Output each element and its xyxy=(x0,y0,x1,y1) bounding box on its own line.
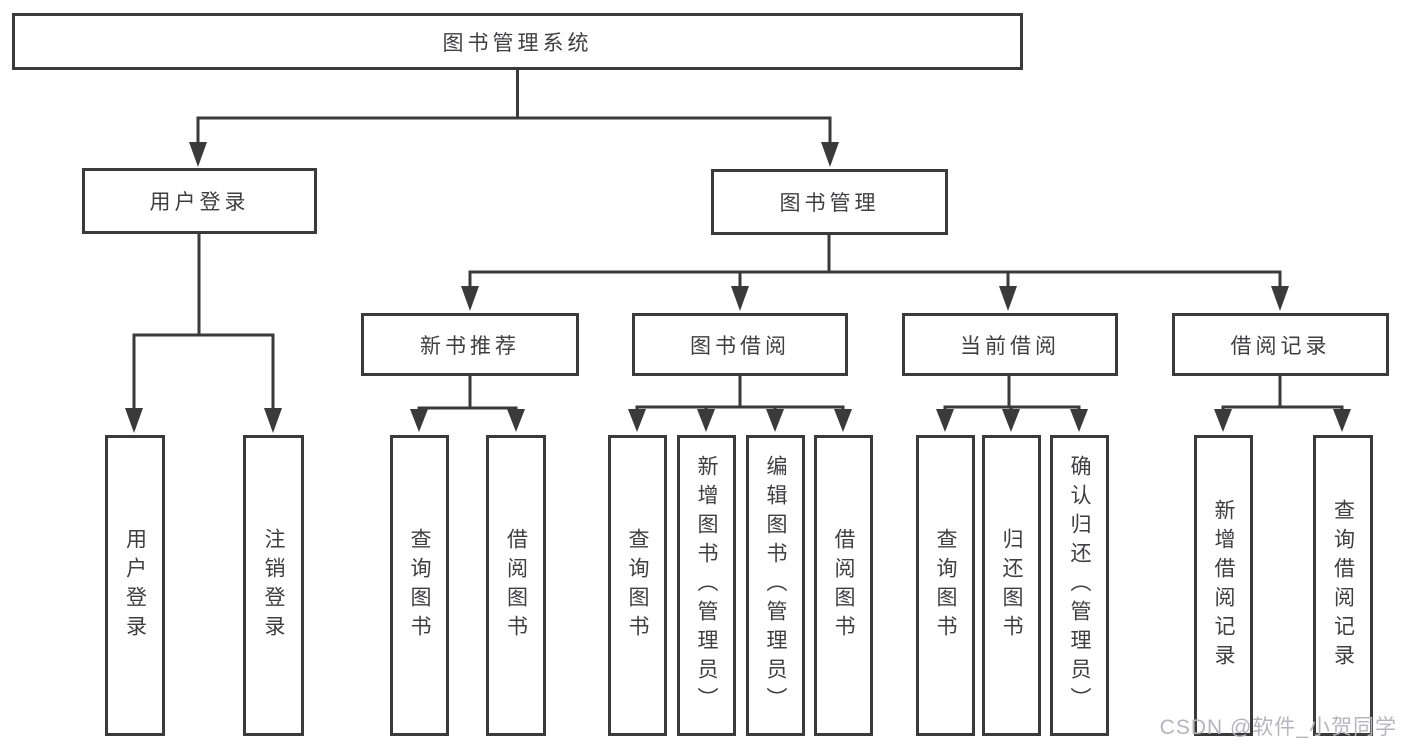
leaf-current-confirm-return-admin: 确认归还（管理员） xyxy=(1050,435,1109,736)
leaf-recommend-borrow-books: 借阅图书 xyxy=(486,435,546,736)
leaf-logout: 注销登录 xyxy=(243,435,304,736)
leaf-borrowing-borrow-books-label: 借阅图书 xyxy=(832,527,855,644)
node-user-login: 用户登录 xyxy=(82,168,317,234)
leaf-recommend-borrow-books-label: 借阅图书 xyxy=(504,527,528,644)
leaf-borrowing-add-books-admin-label: 新增图书（管理员） xyxy=(695,455,718,716)
node-current-borrowing: 当前借阅 xyxy=(902,313,1118,376)
leaf-records-query-record-label: 查询借阅记录 xyxy=(1331,498,1355,673)
node-borrowing-records: 借阅记录 xyxy=(1172,313,1389,376)
node-new-book-recommend: 新书推荐 xyxy=(361,313,579,376)
node-current-borrowing-label: 当前借阅 xyxy=(960,334,1060,358)
leaf-borrowing-add-books-admin: 新增图书（管理员） xyxy=(677,435,736,736)
node-root-label: 图书管理系统 xyxy=(442,31,593,55)
leaf-borrowing-edit-books-admin: 编辑图书（管理员） xyxy=(746,435,805,736)
leaf-recommend-query-books: 查询图书 xyxy=(390,435,449,736)
leaf-records-add-record: 新增借阅记录 xyxy=(1194,435,1253,736)
leaf-current-query-books: 查询图书 xyxy=(916,435,975,736)
leaf-borrowing-query-books: 查询图书 xyxy=(608,435,667,736)
node-borrowing-records-label: 借阅记录 xyxy=(1230,334,1331,358)
leaf-current-return-books: 归还图书 xyxy=(982,435,1041,736)
node-book-management: 图书管理 xyxy=(711,169,948,235)
node-root: 图书管理系统 xyxy=(12,13,1023,70)
leaf-borrowing-query-books-label: 查询图书 xyxy=(626,527,649,644)
node-new-book-recommend-label: 新书推荐 xyxy=(420,334,520,358)
leaf-records-add-record-label: 新增借阅记录 xyxy=(1212,498,1235,673)
leaf-current-query-books-label: 查询图书 xyxy=(934,527,957,644)
node-book-management-label: 图书管理 xyxy=(779,192,880,215)
leaf-records-query-record: 查询借阅记录 xyxy=(1313,435,1373,736)
leaf-borrowing-edit-books-admin-label: 编辑图书（管理员） xyxy=(764,455,787,716)
node-user-login-label: 用户登录 xyxy=(149,191,250,214)
watermark: CSDN @软件_小贺同学 xyxy=(1159,716,1397,739)
leaf-current-confirm-return-admin-label: 确认归还（管理员） xyxy=(1068,455,1091,716)
node-book-borrowing: 图书借阅 xyxy=(632,313,848,376)
leaf-user-login-label: 用户登录 xyxy=(123,527,147,644)
leaf-logout-label: 注销登录 xyxy=(262,527,285,644)
node-book-borrowing-label: 图书借阅 xyxy=(690,334,790,358)
leaf-current-return-books-label: 归还图书 xyxy=(1000,527,1023,644)
leaf-user-login: 用户登录 xyxy=(105,435,165,736)
leaf-recommend-query-books-label: 查询图书 xyxy=(408,527,431,644)
leaf-borrowing-borrow-books: 借阅图书 xyxy=(814,435,873,736)
